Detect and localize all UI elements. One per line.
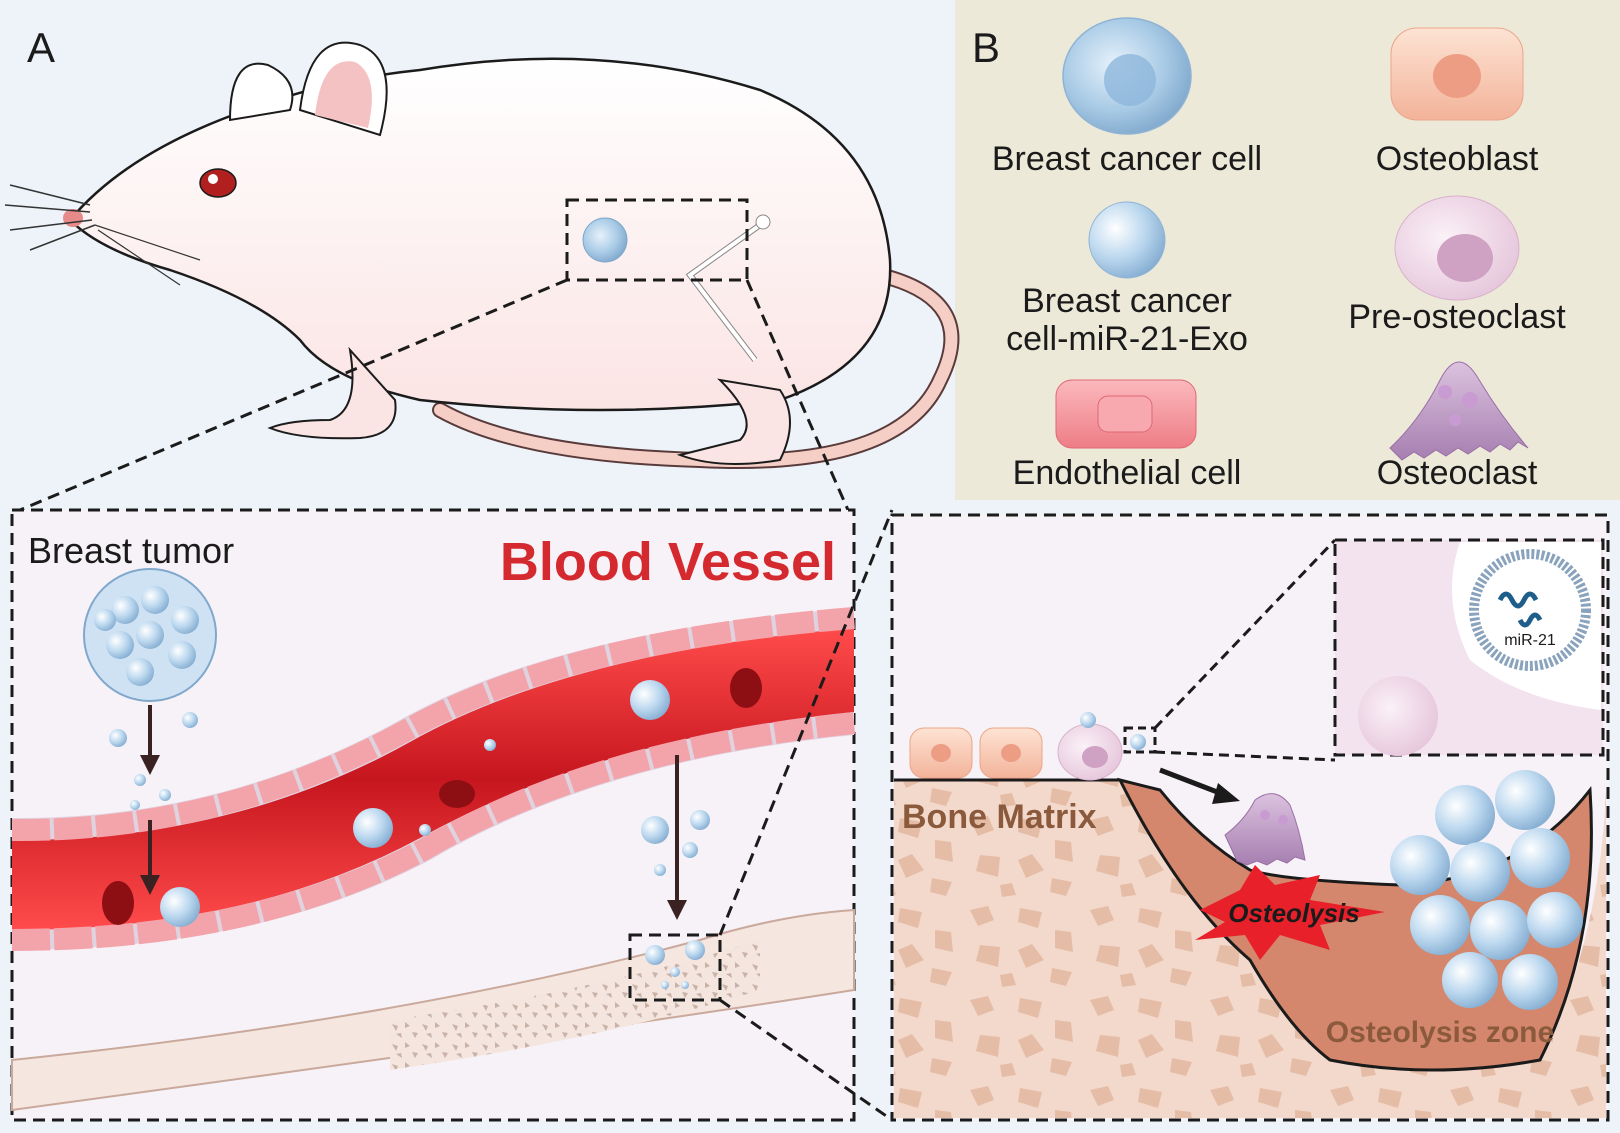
bone-surface-exosomes: [645, 940, 705, 989]
legend-breast-cancer-cell: Breast cancer cell: [992, 140, 1262, 178]
exosome-icon: [1088, 201, 1166, 279]
panel-label-a: A: [27, 24, 55, 71]
osteolysis-zone-label: Osteolysis zone: [1326, 1016, 1554, 1049]
blood-vessel-title: Blood Vessel: [500, 532, 836, 592]
bone-zoom-box: [628, 933, 722, 1002]
endothelial-cell-icon: [1055, 379, 1197, 449]
arrow-osteoclast-head: [1212, 783, 1240, 804]
exosome-zoom-box: [1123, 726, 1157, 754]
breast-tumor-cluster: [83, 568, 217, 702]
inset-nucleus: [1358, 676, 1438, 756]
mirna-exosome: [1469, 549, 1591, 671]
mirna-label: miR-21: [1504, 632, 1556, 649]
bone-matrix-label: Bone Matrix: [902, 798, 1097, 836]
zoom-lines: [19, 278, 850, 512]
tumor-zoom-box: [565, 198, 749, 282]
exosomes-drift: [109, 712, 710, 876]
legend-pre-osteoclast: Pre-osteoclast: [1348, 298, 1566, 336]
arrow-osteoclast: [1159, 767, 1226, 798]
osteolysis-label: Osteolysis: [1228, 898, 1360, 928]
legend-osteoclast: Osteoclast: [1377, 454, 1538, 492]
legend-exo-line1: Breast cancer: [1022, 282, 1232, 320]
zoom-lines-exosome: [1153, 538, 1337, 762]
osteolysis-burst: [1195, 865, 1385, 960]
rat-illustration: [4, 41, 960, 469]
pre-osteoclast-icon: [1394, 195, 1520, 301]
bone-shaft: [11, 908, 855, 1112]
bone-tumor-cluster: [1390, 770, 1583, 1010]
breast-tumor-label: Breast tumor: [28, 530, 234, 571]
panel-label-b: B: [972, 24, 1000, 71]
osteoblast-layer: [909, 712, 1146, 781]
legend-osteoblast: Osteoblast: [1376, 140, 1539, 178]
arrows-vessel: [140, 705, 687, 920]
osteoclast-on-bone: [1224, 793, 1306, 866]
zoom-lines-bone: [718, 509, 894, 1122]
osteoclast-icon: [1389, 361, 1529, 461]
legend-exo-line2: cell-miR-21-Exo: [1006, 320, 1248, 358]
osteoblast-icon: [1390, 27, 1524, 121]
blood-vessel: [11, 607, 856, 951]
breast-cancer-cell-icon: [1062, 17, 1192, 135]
legend-endothelial-cell: Endothelial cell: [1013, 454, 1242, 492]
